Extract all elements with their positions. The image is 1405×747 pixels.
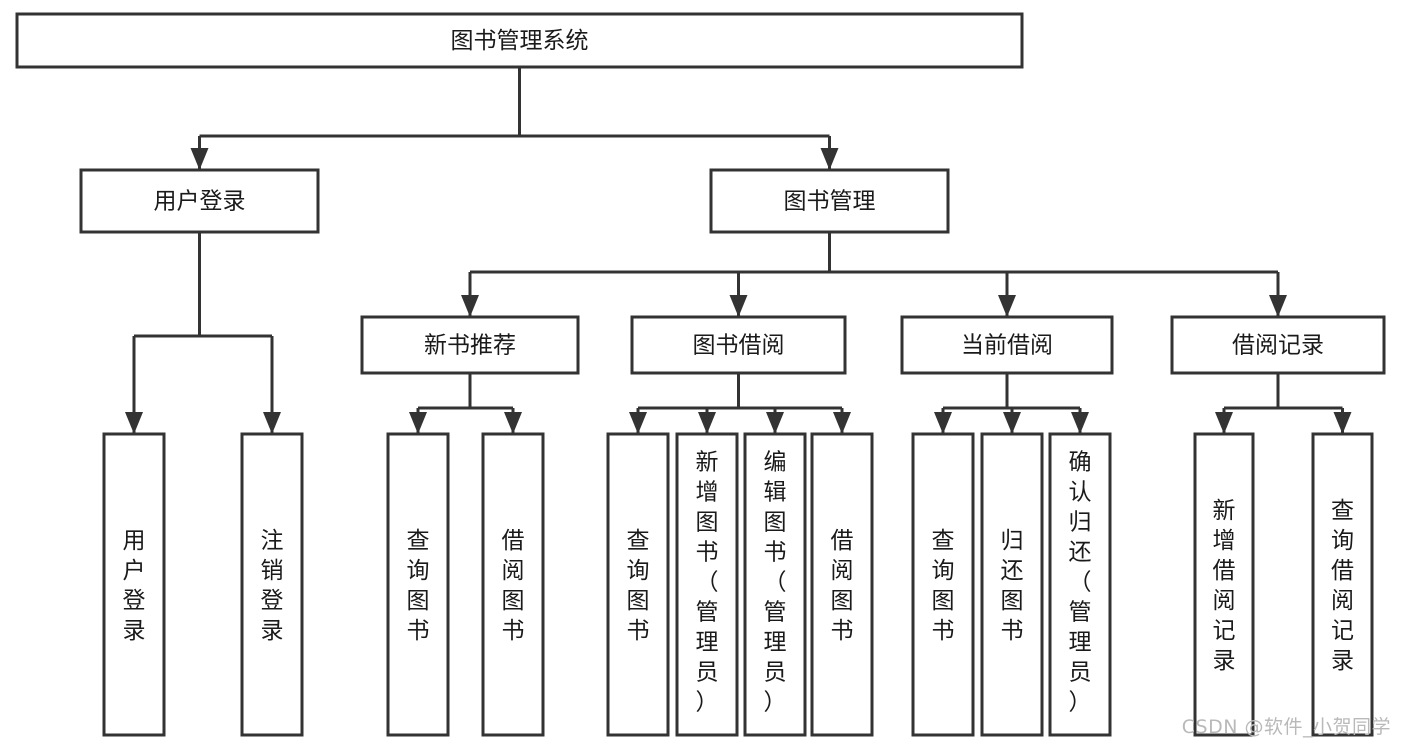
arrow-head-icon — [1071, 412, 1089, 434]
arrow-head-icon — [1003, 412, 1021, 434]
arrow-head-icon — [190, 148, 209, 170]
node-leaf-return-book[interactable]: 归还图书 — [980, 432, 1044, 737]
arrow-head-icon — [125, 412, 143, 434]
node-box — [743, 432, 807, 737]
node-box — [102, 432, 166, 737]
node-leaf-query-book-3[interactable]: 查询图书 — [911, 432, 975, 737]
node-leaf-query-record[interactable]: 查询借阅记录 — [1311, 432, 1374, 737]
node-box — [386, 432, 450, 737]
node-box — [675, 432, 739, 737]
arrow-head-icon — [729, 295, 748, 317]
node-label: 用户登录 — [123, 528, 146, 644]
arrow-head-icon — [998, 295, 1016, 317]
node-user-login[interactable]: 用户登录 — [79, 168, 320, 234]
node-borrow-record[interactable]: 借阅记录 — [1170, 315, 1386, 375]
node-box — [1311, 432, 1374, 737]
node-leaf-edit-book[interactable]: 编辑图书（管理员） — [743, 432, 807, 737]
node-label: 图书管理 — [784, 189, 876, 215]
node-leaf-query-book-2[interactable]: 查询图书 — [606, 432, 670, 737]
arrow-head-icon — [1333, 412, 1352, 434]
node-leaf-add-book[interactable]: 新增图书（管理员） — [675, 432, 739, 737]
node-label: 用户登录 — [154, 189, 246, 215]
node-box — [481, 432, 545, 737]
node-box — [630, 315, 847, 375]
node-label: 新增借阅记录 — [1213, 498, 1236, 674]
connectors-layer — [125, 67, 1352, 434]
node-label: 查询图书 — [932, 528, 955, 644]
node-box — [980, 432, 1044, 737]
node-box — [1193, 432, 1255, 737]
node-box — [709, 168, 950, 234]
node-root[interactable]: 图书管理系统 — [15, 12, 1024, 69]
arrow-head-icon — [263, 412, 281, 434]
arrow-head-icon — [698, 412, 716, 434]
node-label: 新增图书（管理员） — [696, 449, 719, 715]
node-box — [606, 432, 670, 737]
node-box — [360, 315, 580, 375]
node-leaf-query-book-1[interactable]: 查询图书 — [386, 432, 450, 737]
node-label: 归还图书 — [1001, 528, 1024, 644]
node-book-manage[interactable]: 图书管理 — [709, 168, 950, 234]
node-label: 确认归还（管理员） — [1069, 449, 1092, 715]
node-leaf-borrow-book-2[interactable]: 借阅图书 — [810, 432, 874, 737]
node-box — [1048, 432, 1112, 737]
arrow-head-icon — [820, 148, 839, 170]
node-label: 编辑图书（管理员） — [764, 449, 787, 715]
node-label: 借阅记录 — [1232, 333, 1324, 359]
node-current-borrow[interactable]: 当前借阅 — [900, 315, 1114, 375]
node-book-borrow[interactable]: 图书借阅 — [630, 315, 847, 375]
arrow-head-icon — [504, 412, 522, 434]
arrow-head-icon — [629, 412, 647, 434]
node-box — [810, 432, 874, 737]
node-label: 注销登录 — [261, 528, 284, 644]
arrow-head-icon — [833, 412, 851, 434]
node-leaf-add-record[interactable]: 新增借阅记录 — [1193, 432, 1255, 737]
node-label: 查询图书 — [407, 528, 430, 644]
arrow-head-icon — [461, 295, 479, 317]
node-label: 图书管理系统 — [451, 28, 589, 54]
node-box — [79, 168, 320, 234]
node-label: 新书推荐 — [424, 333, 516, 359]
node-box — [1170, 315, 1386, 375]
node-label: 当前借阅 — [961, 333, 1053, 359]
node-leaf-user-login[interactable]: 用户登录 — [102, 432, 166, 737]
arrow-head-icon — [934, 412, 952, 434]
node-label: 查询借阅记录 — [1331, 498, 1354, 674]
node-box — [15, 12, 1024, 69]
node-box — [900, 315, 1114, 375]
node-leaf-confirm-return[interactable]: 确认归还（管理员） — [1048, 432, 1112, 737]
arrow-head-icon — [1215, 412, 1233, 434]
node-label: 图书借阅 — [693, 333, 785, 359]
node-label: 借阅图书 — [502, 528, 525, 644]
node-leaf-logout[interactable]: 注销登录 — [240, 432, 304, 737]
node-box — [240, 432, 304, 737]
node-new-book-recommend[interactable]: 新书推荐 — [360, 315, 580, 375]
nodes-layer: 图书管理系统用户登录图书管理新书推荐图书借阅当前借阅借阅记录用户登录注销登录查询… — [15, 12, 1386, 737]
arrow-head-icon — [409, 412, 427, 434]
node-leaf-borrow-book-1[interactable]: 借阅图书 — [481, 432, 545, 737]
arrow-head-icon — [1269, 295, 1287, 317]
node-label: 查询图书 — [627, 528, 650, 644]
node-box — [911, 432, 975, 737]
node-label: 借阅图书 — [831, 528, 854, 644]
arrow-head-icon — [766, 412, 784, 434]
